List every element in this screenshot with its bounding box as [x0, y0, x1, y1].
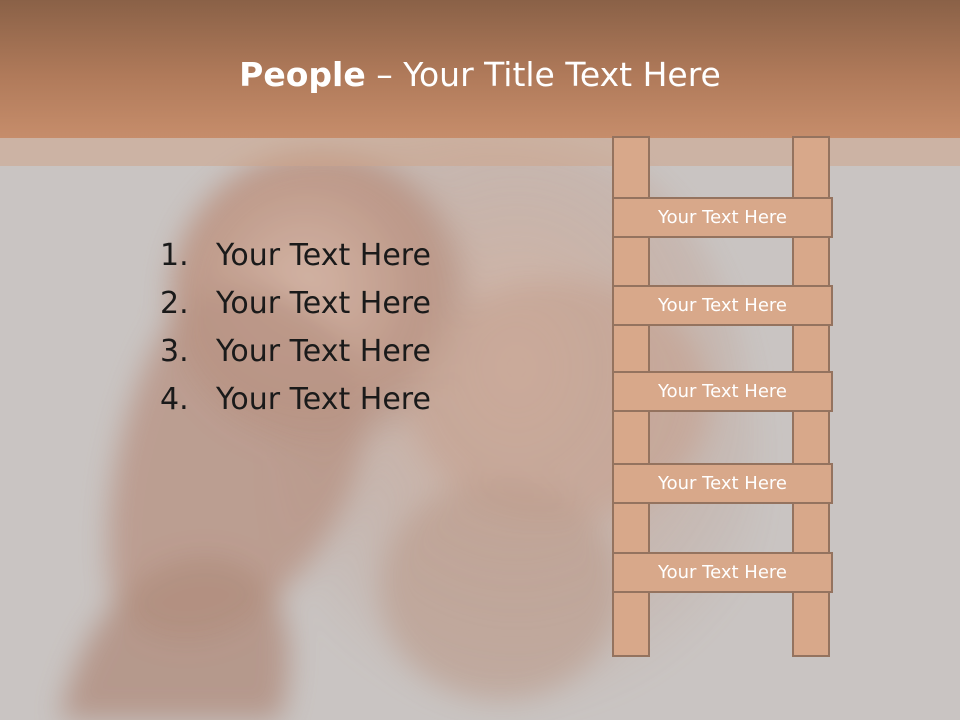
list-item-text: Your Text Here [216, 238, 431, 273]
list-item: 4. Your Text Here [160, 376, 431, 424]
ladder-rung-5: Your Text Here [612, 552, 833, 593]
slide-title: People – Your Title Text Here [0, 52, 960, 98]
list-item-number: 1. [160, 238, 189, 273]
list-item: 2. Your Text Here [160, 280, 431, 328]
slide-title-bold: People [239, 55, 366, 94]
list-item: 1. Your Text Here [160, 232, 431, 280]
list-item-number: 2. [160, 286, 189, 321]
ladder-rung-2: Your Text Here [612, 285, 833, 326]
title-bar [0, 0, 960, 138]
ladder-rung-3: Your Text Here [612, 371, 833, 412]
list-item-text: Your Text Here [216, 286, 431, 321]
list-item-number: 3. [160, 334, 189, 369]
list-item-number: 4. [160, 382, 189, 417]
list-item-text: Your Text Here [216, 382, 431, 417]
ladder-rung-1: Your Text Here [612, 197, 833, 238]
list-item: 3. Your Text Here [160, 328, 431, 376]
slide-title-rest: – Your Title Text Here [365, 55, 721, 94]
numbered-list: 1. Your Text Here 2. Your Text Here 3. Your… [160, 232, 431, 424]
ladder-rung-4: Your Text Here [612, 463, 833, 504]
list-item-text: Your Text Here [216, 334, 431, 369]
